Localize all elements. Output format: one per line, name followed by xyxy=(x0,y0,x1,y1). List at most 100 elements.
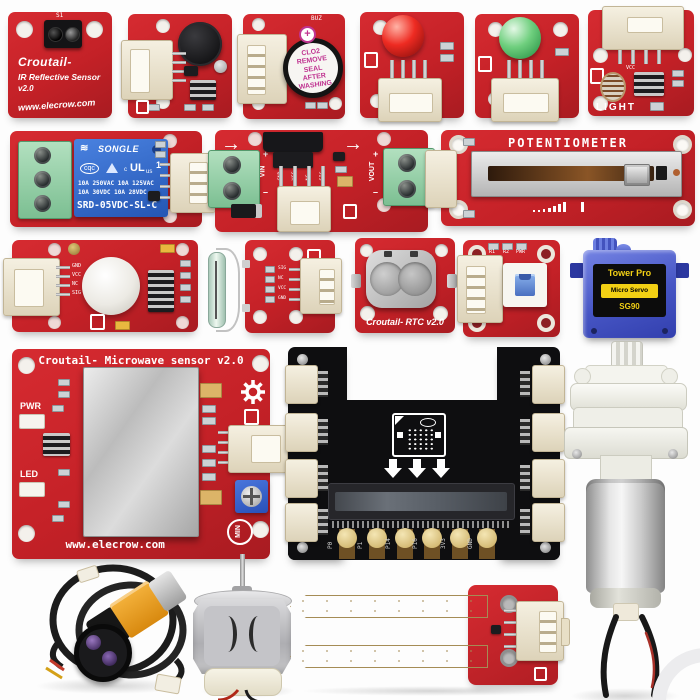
min-marking: MIN xyxy=(227,519,253,545)
jst-connector xyxy=(532,459,565,498)
smd-component xyxy=(463,210,475,218)
connector-latch xyxy=(561,618,570,646)
r2-label: R2 xyxy=(503,249,510,255)
relay-module: SONGLE ≋ cqc c UL us 1 10A 250VAC 10A 12… xyxy=(10,131,216,227)
connector-pin xyxy=(504,609,516,612)
board-subtitle: IR Reflective Sensor xyxy=(18,72,101,82)
transistor xyxy=(333,152,345,161)
opamp-ic xyxy=(190,80,216,100)
capacitor-smd xyxy=(200,490,222,505)
mount-hole xyxy=(253,310,267,324)
mount-hole xyxy=(593,48,608,63)
mount-hole xyxy=(176,243,189,256)
servo-motor: Tower Pro Micro Servo SG90 xyxy=(568,236,690,340)
relay-vent-hole xyxy=(152,145,161,154)
mount-hole xyxy=(537,314,555,332)
rtc-label: Croutail- RTC v2.0 xyxy=(366,317,444,327)
ul-us-mark: us xyxy=(146,169,153,175)
slider-knob xyxy=(624,164,650,186)
pin-label: VCC xyxy=(72,272,82,278)
soil-prong xyxy=(290,595,488,618)
vout-minus: – xyxy=(373,187,379,197)
sensitivity-trimmer xyxy=(235,480,268,513)
terminal-screw xyxy=(223,156,241,174)
smd-component xyxy=(148,104,160,111)
pin-label: NC xyxy=(72,281,79,287)
battery-tab xyxy=(447,274,457,288)
servo-body: Tower Pro Micro Servo SG90 xyxy=(583,250,676,338)
smd-component xyxy=(202,417,216,425)
connector-pin xyxy=(504,633,516,636)
connector-pin xyxy=(289,268,301,271)
insert-arrow-down-icon xyxy=(384,459,402,478)
vin-plus: + xyxy=(263,149,269,159)
microphone-module xyxy=(121,14,232,118)
microwave-url: www.elecrow.com xyxy=(65,538,165,551)
connector-pin xyxy=(160,163,172,166)
pad-label: P0 xyxy=(327,541,334,549)
mosfet-heatsink xyxy=(263,132,323,152)
motor-body xyxy=(193,598,291,674)
mount-hole xyxy=(673,135,692,154)
reed-glass-tube xyxy=(208,252,226,328)
vout-label: VOUT xyxy=(369,161,377,182)
mount-hole xyxy=(253,247,267,261)
mount-hole xyxy=(537,245,555,263)
board-url: www.elecrow.com xyxy=(17,97,96,113)
pin-header xyxy=(318,371,328,397)
smd-component xyxy=(265,266,275,273)
vin-label: VIN xyxy=(259,165,267,178)
trimmer-pot xyxy=(68,243,80,255)
relay-component: SONGLE ≋ cqc c UL us 1 10A 250VAC 10A 12… xyxy=(74,139,168,217)
holder-slot xyxy=(410,251,418,257)
microwave-sensor-board: Croutail- Microwave sensor v2.0 PWR LED xyxy=(12,349,288,559)
potentiometer-module: POTENTIOMETER xyxy=(425,130,695,226)
water-pump xyxy=(562,333,688,700)
pump-motor-cap xyxy=(590,588,661,608)
connector-slot xyxy=(319,269,335,305)
servo-brand: Tower Pro xyxy=(607,268,652,278)
pad-label: GND xyxy=(467,538,474,549)
crowtail-bracket-icon xyxy=(136,100,149,114)
smd-component xyxy=(335,166,347,173)
button-module: R1 R2 PWR xyxy=(457,240,560,337)
battery-tab xyxy=(351,274,361,288)
rtc-module: Croutail- RTC v2.0 xyxy=(351,238,457,333)
plus-polarity-icon: + xyxy=(299,26,316,43)
buzzer-module: BUZ CLO2 REMOVE SEAL AFTER WASHING + xyxy=(237,14,345,119)
motor-wires xyxy=(217,689,258,700)
mount-hole xyxy=(86,21,103,38)
motor-shaft xyxy=(240,554,245,590)
connector-slot xyxy=(627,17,663,33)
connector-pin xyxy=(172,70,186,73)
mount-hole xyxy=(433,306,448,321)
connector-pin xyxy=(160,196,172,199)
connector-slot xyxy=(389,93,433,113)
microphone-capsule xyxy=(178,22,222,66)
solder-pad xyxy=(242,304,250,312)
mount-hole xyxy=(360,306,375,321)
smd-component xyxy=(440,54,454,62)
pin-header xyxy=(520,419,530,445)
board-title: Croutail- xyxy=(18,55,72,69)
capacitor-smd xyxy=(160,244,175,253)
microbit-breakout-board: P0 P1 P14 P16 3V3 GND xyxy=(285,347,565,560)
mount-hole xyxy=(16,21,33,38)
connector-slot xyxy=(466,266,486,314)
cqc-mark: cqc xyxy=(80,163,99,174)
jst-connector xyxy=(285,413,318,452)
smd-component xyxy=(180,272,191,279)
connector-pin xyxy=(172,52,186,55)
signal-led xyxy=(19,482,45,497)
smd-component xyxy=(155,141,166,148)
comparator-ic xyxy=(634,72,664,96)
jst-connector xyxy=(237,34,287,104)
terminal-screw xyxy=(398,180,416,198)
edge-slot-opening xyxy=(335,492,507,511)
power-module: → → + VIN – + VOUT – GND VCC NC SIG xyxy=(208,130,435,232)
connector-pin xyxy=(289,278,301,281)
terminal-screw xyxy=(223,182,241,200)
motor-vent xyxy=(219,616,237,652)
smd-component xyxy=(650,102,664,111)
